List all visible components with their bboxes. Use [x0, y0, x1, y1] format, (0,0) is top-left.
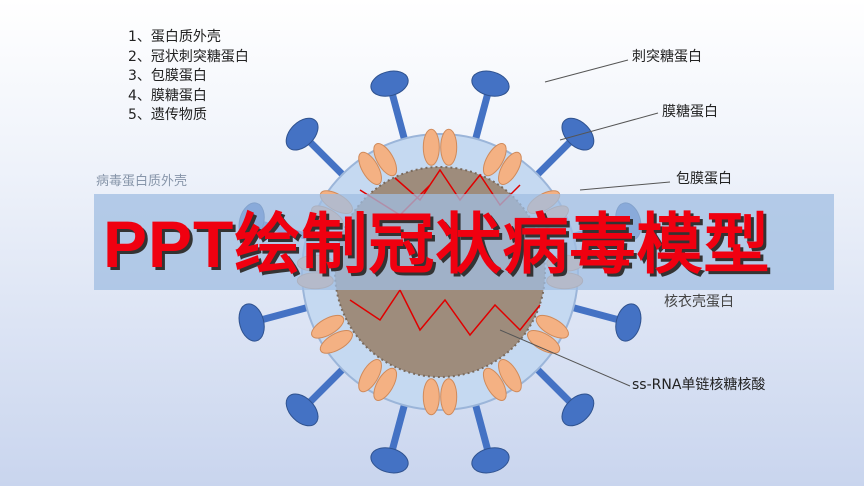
- label-spike: 刺突糖蛋白: [632, 49, 702, 65]
- membrane-glycoprotein: [527, 330, 561, 354]
- spike-stalk: [470, 396, 492, 452]
- membrane-glycoprotein: [358, 359, 382, 393]
- spike-glycoprotein-head: [285, 393, 319, 427]
- label-rna: ss-RNA单链核糖核酸: [632, 377, 766, 393]
- spike-stalk: [306, 138, 351, 183]
- membrane-glycoprotein: [482, 367, 507, 401]
- legend-item: 5、遗传物质: [128, 107, 207, 123]
- legend-list: 1、蛋白质外壳 2、冠状刺突糖蛋白 3、包膜蛋白 4、膜糖蛋白 5、遗传物质: [128, 28, 249, 126]
- spike-stalk: [470, 92, 492, 148]
- legend-item: 2、冠状刺突糖蛋白: [128, 48, 249, 65]
- spike-stalk: [529, 138, 574, 183]
- membrane-glycoprotein: [422, 378, 440, 416]
- spike-glycoprotein-head: [561, 393, 595, 427]
- membrane-glycoprotein: [482, 143, 507, 177]
- membrane-glycoprotein: [498, 151, 522, 185]
- label-membrane: 膜糖蛋白: [662, 104, 718, 120]
- spike-stalk: [388, 92, 410, 148]
- spike-stalk: [260, 302, 316, 324]
- spike-glycoprotein-head: [370, 70, 409, 97]
- label-envelope: 包膜蛋白: [676, 171, 732, 187]
- legend-item: 4、膜糖蛋白: [128, 87, 207, 104]
- membrane-glycoprotein: [319, 330, 353, 354]
- membrane-glycoprotein: [498, 359, 522, 393]
- spike-stalk: [529, 361, 574, 406]
- spike-glycoprotein-head: [471, 70, 510, 97]
- membrane-glycoprotein: [373, 143, 398, 177]
- spike-glycoprotein-head: [370, 447, 409, 474]
- spike-glycoprotein-head: [238, 303, 265, 342]
- membrane-glycoprotein: [358, 151, 382, 185]
- label-nucleocapsid: 核衣壳蛋白: [664, 294, 734, 310]
- membrane-glycoprotein: [440, 128, 458, 166]
- legend-item: 3、包膜蛋白: [128, 68, 207, 84]
- legend-item: 1、蛋白质外壳: [128, 29, 221, 45]
- spike-stalk: [388, 396, 410, 452]
- membrane-glycoprotein: [422, 128, 440, 166]
- spike-glycoprotein-head: [471, 447, 510, 474]
- spike-stalk: [564, 302, 620, 324]
- leader-lines: [499, 59, 671, 387]
- spike-glycoprotein-head: [615, 303, 642, 342]
- label-capsid: 病毒蛋白质外壳: [96, 174, 188, 189]
- slide-title: PPT绘制冠状病毒模型: [103, 207, 771, 281]
- title-banner: [94, 194, 834, 290]
- membrane-glycoprotein: [311, 314, 345, 339]
- membrane-glycoprotein: [535, 314, 569, 339]
- spike-glycoprotein-head: [561, 117, 595, 151]
- membrane-glycoprotein: [373, 367, 398, 401]
- spike-stalk: [306, 361, 351, 406]
- rna-strand-bottom: [349, 288, 541, 337]
- spike-glycoprotein-head: [285, 117, 319, 151]
- membrane-glycoprotein: [440, 378, 458, 416]
